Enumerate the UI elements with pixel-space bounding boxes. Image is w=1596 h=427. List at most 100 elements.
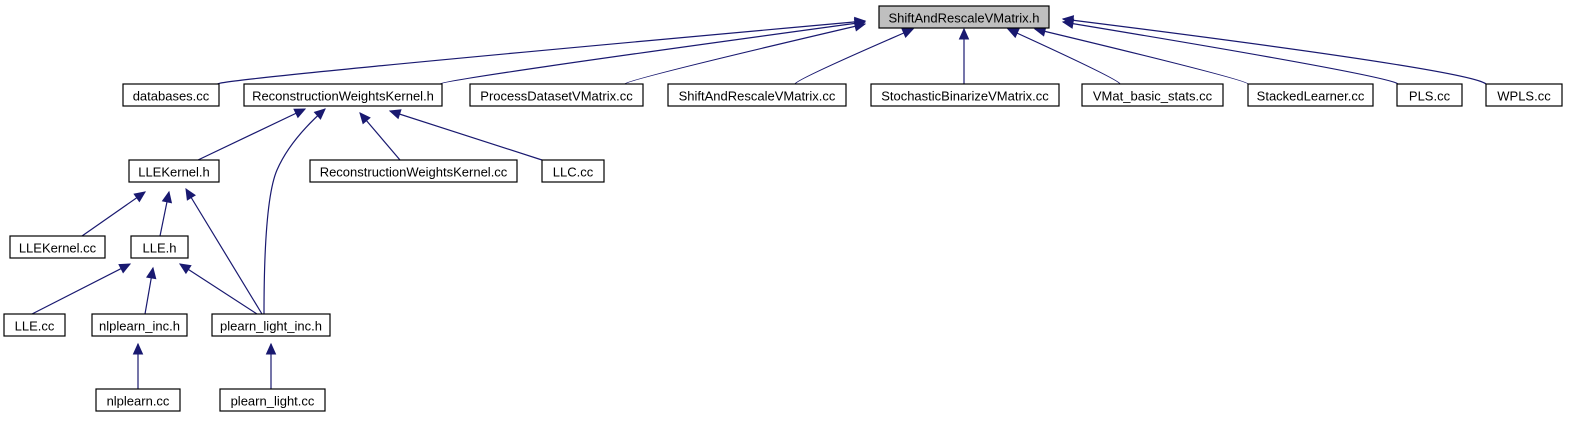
edge-reconstructionweightskernel_cc-to-reconstructionweightskernel_h — [359, 112, 401, 161]
edge-arrowhead — [958, 27, 970, 40]
node-box — [878, 5, 1050, 29]
edge-line — [794, 28, 914, 85]
edge-line — [197, 108, 306, 161]
node-pls-cc[interactable]: PLS.cc — [1396, 83, 1463, 107]
edge-llc_cc-to-reconstructionweightskernel_h — [388, 109, 543, 161]
node-databases-cc[interactable]: databases.cc — [122, 83, 220, 107]
edge-llekernel_h-to-reconstructionweightskernel_h — [197, 108, 307, 161]
node-label: LLC.cc — [553, 165, 594, 180]
node-box — [667, 83, 847, 107]
node-label: ProcessDatasetVMatrix.cc — [480, 89, 633, 104]
edge-line — [1062, 18, 1487, 85]
node-box — [243, 83, 443, 107]
node-label: ReconstructionWeightsKernel.cc — [320, 165, 508, 180]
node-label: LLE.h — [143, 241, 177, 256]
node-box — [130, 235, 189, 259]
node-processdatasetvmatrix-cc[interactable]: ProcessDatasetVMatrix.cc — [469, 83, 644, 107]
edge-line — [185, 188, 263, 315]
edge-arrowhead — [853, 21, 867, 32]
node-label: LLE.cc — [15, 319, 55, 334]
edge-arrowhead — [132, 342, 144, 355]
node-reconstructionweightskernel-cc[interactable]: ReconstructionWeightsKernel.cc — [309, 159, 518, 183]
edge-line — [263, 108, 326, 315]
node-label: VMat_basic_stats.cc — [1093, 89, 1213, 104]
edge-plearn_light_cc-to-plearn_light_inc_h — [265, 342, 277, 389]
edge-shiftandrescalevmatrix_cc-to-shiftandrescalevmatrix_h — [794, 28, 915, 85]
edge-arrowhead — [1006, 28, 1020, 39]
edge-arrowhead — [133, 191, 146, 203]
edges-layer — [31, 15, 1487, 389]
node-vmat-basic-stats-cc[interactable]: VMat_basic_stats.cc — [1081, 83, 1224, 107]
edge-processdatasetvmatrix_cc-to-shiftandrescalevmatrix_h — [624, 21, 867, 85]
node-label: StochasticBinarizeVMatrix.cc — [881, 89, 1049, 104]
node-label: databases.cc — [133, 89, 210, 104]
edge-arrowhead — [388, 109, 402, 120]
node-label: LLEKernel.cc — [19, 241, 97, 256]
node-nlplearn-cc[interactable]: nlplearn.cc — [95, 388, 181, 412]
edge-nlplearn_inc_h-to-lle_h — [144, 266, 157, 315]
edge-vmat_basic_stats_cc-to-shiftandrescalevmatrix_h — [1006, 28, 1121, 85]
edge-plearn_light_inc_h-to-lle_h — [178, 263, 258, 315]
edge-line — [1062, 21, 1399, 85]
edge-databases_cc-to-shiftandrescalevmatrix_h — [217, 16, 867, 85]
node-box — [9, 235, 106, 259]
node-label: ReconstructionWeightsKernel.h — [252, 89, 434, 104]
node-box — [1485, 83, 1563, 107]
edge-line — [389, 110, 543, 161]
edge-arrowhead — [901, 28, 915, 39]
edge-llekernel_cc-to-llekernel_h — [81, 191, 146, 237]
edge-line — [31, 263, 131, 315]
node-box — [309, 159, 518, 183]
edge-wpls_cc-to-shiftandrescalevmatrix_h — [1061, 15, 1487, 85]
node-wpls-cc[interactable]: WPLS.cc — [1485, 83, 1563, 107]
edge-line — [1007, 28, 1121, 85]
node-nlplearn-inc-h[interactable]: nlplearn_inc.h — [91, 313, 188, 337]
edge-line — [179, 263, 258, 315]
edge-lle_h-to-llekernel_h — [159, 190, 173, 237]
node-box — [219, 388, 326, 412]
edge-line — [439, 21, 866, 85]
node-box — [3, 313, 66, 337]
node-llekernel-cc[interactable]: LLEKernel.cc — [9, 235, 106, 259]
edge-stochasticbinarizevmatrix_cc-to-shiftandrescalevmatrix_h — [958, 27, 970, 84]
node-lle-h[interactable]: LLE.h — [130, 235, 189, 259]
node-box — [1081, 83, 1224, 107]
edge-arrowhead — [265, 342, 277, 355]
node-label: LLEKernel.h — [138, 165, 210, 180]
node-label: ShiftAndRescaleVMatrix.cc — [679, 89, 836, 104]
node-box — [91, 313, 188, 337]
node-box — [1247, 83, 1374, 107]
edge-plearn_light_inc_h-to-llekernel_h — [185, 187, 263, 315]
node-label: ShiftAndRescaleVMatrix.h — [888, 11, 1039, 26]
node-shiftandrescalevmatrix-cc[interactable]: ShiftAndRescaleVMatrix.cc — [667, 83, 847, 107]
node-box — [95, 388, 181, 412]
edge-arrowhead — [1061, 15, 1075, 26]
node-label: nlplearn_inc.h — [99, 319, 180, 334]
edge-plearn_light_inc_h-to-reconstructionweightskernel_h — [263, 108, 326, 315]
node-label: StackedLearner.cc — [1257, 89, 1365, 104]
edge-nlplearn_cc-to-nlplearn_inc_h — [132, 342, 144, 389]
node-box — [211, 313, 331, 337]
node-shiftandrescalevmatrix-h[interactable]: ShiftAndRescaleVMatrix.h — [878, 5, 1050, 29]
node-llc-cc[interactable]: LLC.cc — [541, 159, 605, 183]
edge-reconstructionweightskernel_h-to-shiftandrescalevmatrix_h — [439, 18, 867, 85]
node-label: nlplearn.cc — [107, 394, 170, 409]
edge-arrowhead — [185, 187, 196, 201]
edge-arrowhead — [146, 266, 157, 280]
node-plearn-light-inc-h[interactable]: plearn_light_inc.h — [211, 313, 331, 337]
node-stochasticbinarizevmatrix-cc[interactable]: StochasticBinarizeVMatrix.cc — [870, 83, 1060, 107]
node-reconstructionweightskernel-h[interactable]: ReconstructionWeightsKernel.h — [243, 83, 443, 107]
node-llekernel-h[interactable]: LLEKernel.h — [128, 159, 220, 183]
edge-arrowhead — [293, 108, 307, 119]
node-label: PLS.cc — [1409, 89, 1451, 104]
node-plearn-light-cc[interactable]: plearn_light.cc — [219, 388, 326, 412]
edge-line — [1034, 28, 1249, 85]
node-label: plearn_light_inc.h — [220, 319, 322, 334]
node-box — [870, 83, 1060, 107]
node-stackedlearner-cc[interactable]: StackedLearner.cc — [1247, 83, 1374, 107]
node-lle-cc[interactable]: LLE.cc — [3, 313, 66, 337]
node-label: plearn_light.cc — [231, 394, 315, 409]
edge-arrowhead — [118, 263, 132, 274]
